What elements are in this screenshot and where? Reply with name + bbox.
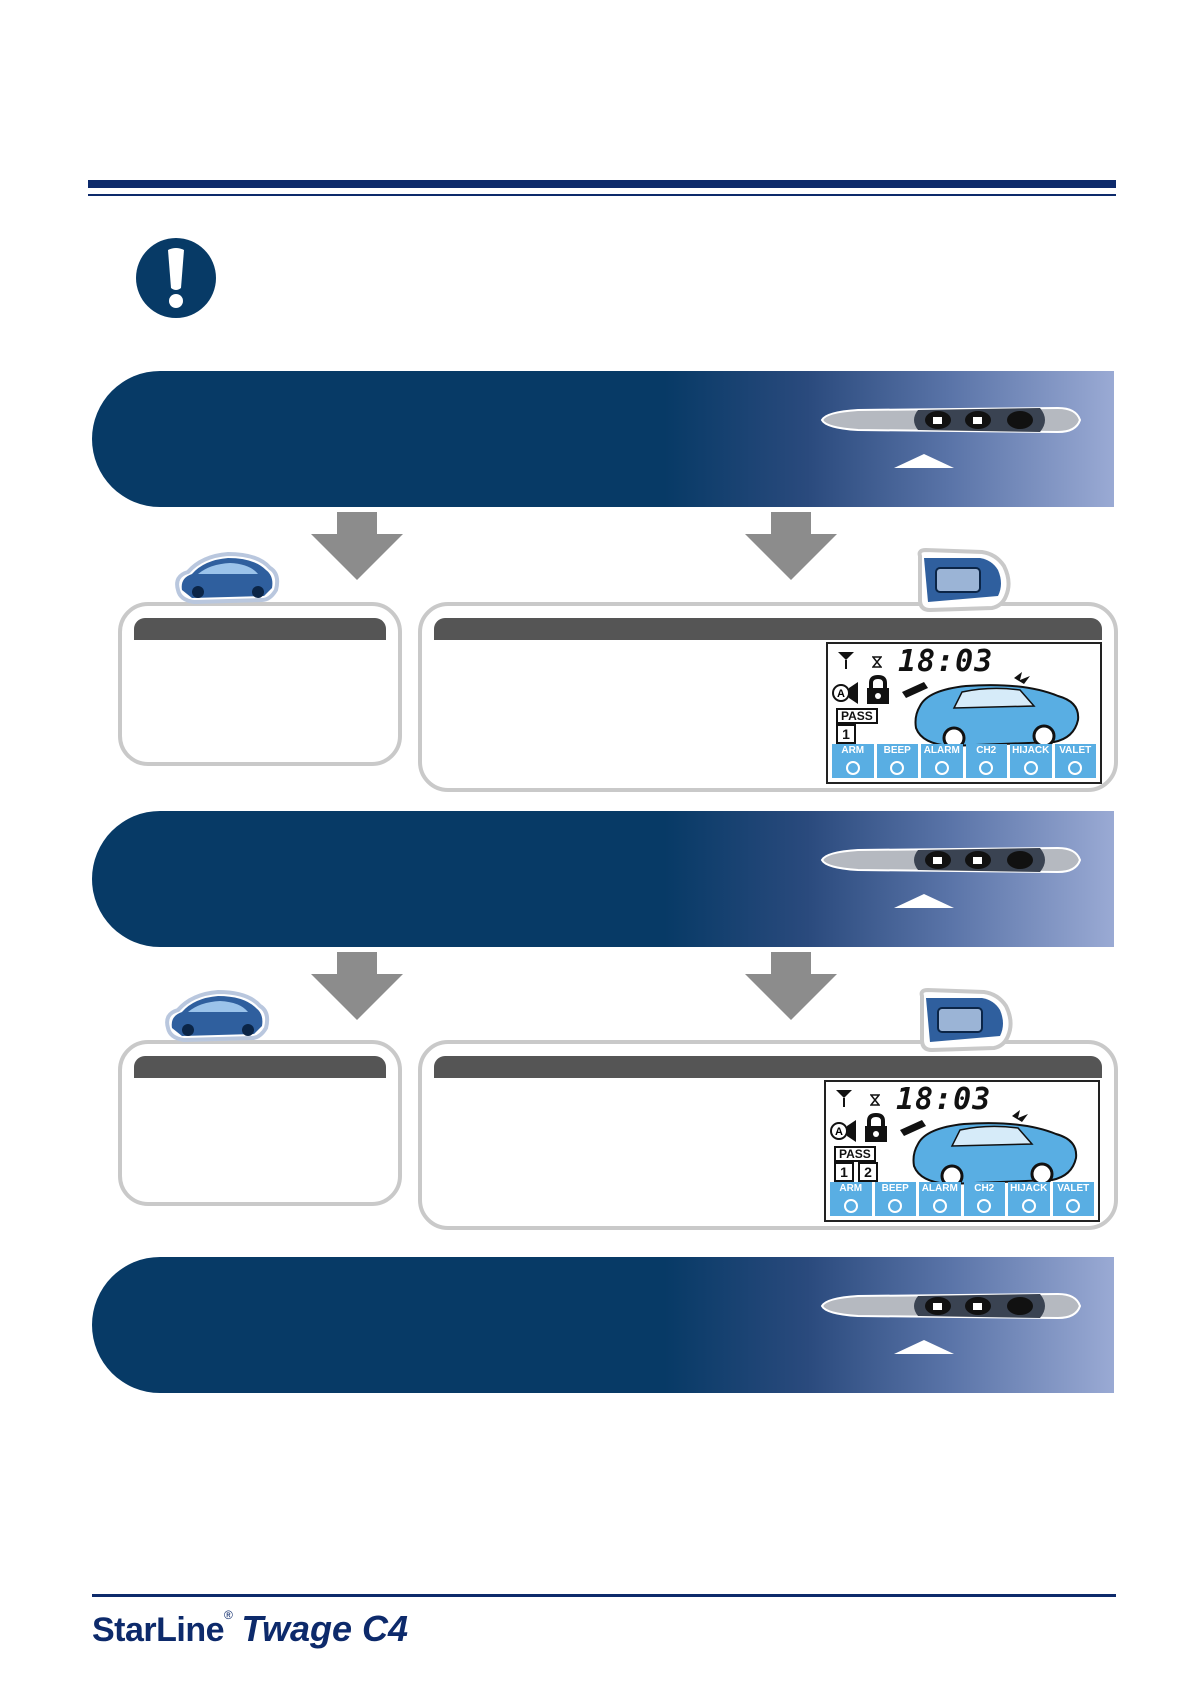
- lcd-icon-beep: BEEP: [876, 744, 918, 778]
- svg-text:A: A: [837, 688, 845, 700]
- siren-icon: A: [830, 1120, 856, 1142]
- down-arrow-icon: [745, 512, 837, 580]
- lcd-pass-label: PASS: [836, 708, 878, 724]
- keyfob-remote-icon: [820, 846, 1082, 908]
- lcd-icon-ch2: CH2: [965, 744, 1007, 778]
- lcd-icon-hijack: HIJACK: [1010, 744, 1052, 778]
- hourglass-icon: [870, 1094, 880, 1106]
- down-arrow-icon: [311, 512, 403, 580]
- antenna-icon: [838, 652, 854, 669]
- lcd-function-bar: ARM BEEP ALARM CH2 HIJACK VALET: [832, 744, 1096, 778]
- pager-lcd-display: 18:03 A PASS 1 2 ARM BEEP ALARM CH2 HIJA…: [824, 1080, 1100, 1222]
- lcd-icon-arm: ARM: [832, 744, 874, 778]
- footer-rule: [92, 1594, 1116, 1597]
- down-arrow-icon: [745, 952, 837, 1020]
- header-rule-thin: [88, 194, 1116, 196]
- alarm-car-icon: [900, 1110, 1078, 1188]
- lcd-icon-valet: VALET: [1054, 744, 1096, 778]
- lcd-number: 2: [858, 1162, 878, 1182]
- lcd-icon-alarm: ALARM: [921, 744, 963, 778]
- keyfob-remote-icon: [820, 406, 1082, 468]
- car-icon: [165, 989, 270, 1043]
- brand-logo: StarLine® Twage C4: [92, 1608, 409, 1649]
- hourglass-icon: [872, 656, 882, 668]
- keyfob-remote-icon: [820, 1292, 1082, 1354]
- lock-icon: [867, 674, 889, 704]
- lcd-number: 1: [834, 1162, 854, 1182]
- pager-response-panel-1: 18:03 A PASS 1 ARM BEEP ALARM CH2 HIJACK…: [418, 602, 1118, 792]
- down-arrow-icon: [311, 952, 403, 1020]
- lcd-function-bar: ARM BEEP ALARM CH2 HIJACK VALET: [830, 1182, 1094, 1216]
- brand-model: Twage C4: [241, 1608, 409, 1649]
- exclamation-icon: [136, 238, 216, 318]
- brand-name: StarLine: [92, 1611, 225, 1649]
- pager-lcd-display: 18:03 A PASS 1 ARM BEEP ALARM CH2 HIJACK…: [826, 642, 1102, 784]
- lcd-icon-valet: VALET: [1052, 1182, 1094, 1216]
- pager-response-panel-2: 18:03 A PASS 1 2 ARM BEEP ALARM CH2 HIJA…: [418, 1040, 1118, 1230]
- header-rule: [88, 180, 1116, 188]
- panel-header: [434, 618, 1102, 640]
- lock-icon: [865, 1112, 887, 1142]
- registered-mark: ®: [224, 1608, 233, 1622]
- panel-header: [134, 1056, 386, 1078]
- panel-header: [134, 618, 386, 640]
- lcd-icon-alarm: ALARM: [919, 1182, 961, 1216]
- antenna-icon: [836, 1090, 852, 1107]
- pager-keyfob-icon: [917, 548, 1011, 613]
- alarm-car-icon: [902, 672, 1080, 750]
- pager-keyfob-icon: [919, 988, 1013, 1053]
- lcd-time: 18:03: [898, 644, 994, 679]
- step-banner-1: [92, 371, 1114, 507]
- panel-header: [434, 1056, 1102, 1078]
- car-response-panel-2: [118, 1040, 402, 1206]
- lcd-icon-arm: ARM: [830, 1182, 872, 1216]
- lcd-number: 1: [836, 724, 856, 744]
- lcd-pass-label: PASS: [834, 1146, 876, 1162]
- lcd-icon-hijack: HIJACK: [1008, 1182, 1050, 1216]
- svg-text:A: A: [835, 1126, 843, 1138]
- car-response-panel-1: [118, 602, 402, 766]
- step-banner-3: [92, 1257, 1114, 1393]
- lcd-time: 18:03: [896, 1082, 992, 1117]
- lcd-icon-ch2: CH2: [963, 1182, 1005, 1216]
- lcd-icon-beep: BEEP: [874, 1182, 916, 1216]
- car-icon: [175, 551, 280, 605]
- step-banner-2: [92, 811, 1114, 947]
- siren-icon: A: [832, 682, 858, 704]
